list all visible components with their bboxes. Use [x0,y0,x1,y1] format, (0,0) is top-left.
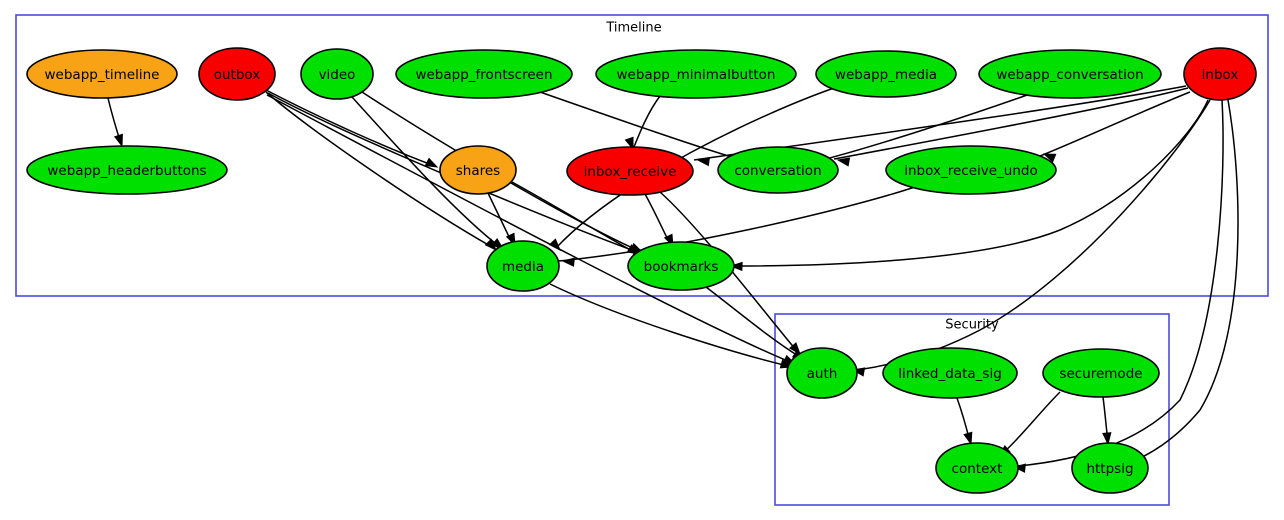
node-label-shares: shares [456,163,500,179]
cluster-border-timeline [15,14,1269,297]
node-shape-webapp_conversation[interactable] [978,49,1162,99]
node-label-inbox: inbox [1202,67,1239,83]
edge-webapp_media-to-media [555,87,835,249]
cluster-security: Security [774,313,1170,506]
node-label-webapp_minimalbutton: webapp_minimalbutton [617,67,776,83]
node-label-securemode: securemode [1059,366,1142,382]
edge-inbox-to-httpsig [1127,99,1239,464]
node-conversation[interactable]: conversation [717,146,839,194]
node-label-webapp_headerbuttons: webapp_headerbuttons [47,163,206,179]
nodes-layer: webapp_timeline outbox video webapp_frontsc… [26,47,1257,494]
arrowhead-inbox-to-context [1012,463,1026,473]
arrowhead-inbox-to-inbox_receive_undo [1042,153,1057,163]
edge-webapp_minimalbutton-to-inbox_receive [633,95,661,148]
node-inbox_receive_undo[interactable]: inbox_receive_undo [885,145,1057,195]
node-shape-inbox_receive_undo[interactable] [885,145,1057,195]
node-securemode[interactable]: securemode [1042,348,1160,398]
node-linked_data_sig[interactable]: linked_data_sig [882,347,1018,399]
node-webapp_conversation[interactable]: webapp_conversation [978,49,1162,99]
node-webapp_minimalbutton[interactable]: webapp_minimalbutton [595,49,797,99]
node-shape-webapp_headerbuttons[interactable] [26,145,228,195]
node-webapp_frontscreen[interactable]: webapp_frontscreen [395,49,573,99]
node-shape-context[interactable] [935,442,1019,494]
node-bookmarks[interactable]: bookmarks [627,241,735,291]
node-label-auth: auth [807,366,838,382]
node-label-outbox: outbox [214,67,261,83]
node-label-bookmarks: bookmarks [644,259,719,275]
node-label-linked_data_sig: linked_data_sig [898,366,1002,382]
node-label-inbox_receive: inbox_receive [584,164,677,180]
node-shape-media[interactable] [486,240,560,292]
edge-webapp_conversation-to-conversation [821,93,1031,161]
node-shape-webapp_timeline[interactable] [26,49,178,99]
node-shape-bookmarks[interactable] [627,241,735,291]
node-shape-conversation[interactable] [717,146,839,194]
node-shape-outbox[interactable] [198,47,276,101]
arrowhead-webapp_minimalbutton-to-inbox_receive [624,136,634,151]
edge-inbox-to-bookmarks [734,99,1209,267]
edge-bookmarks-to-auth [705,286,801,358]
node-label-media: media [502,259,544,275]
node-webapp_media[interactable]: webapp_media [815,50,957,98]
arrowhead-inbox-to-conversation [836,157,851,167]
cluster-border-security [774,313,1170,506]
node-inbox_receive[interactable]: inbox_receive [566,146,694,196]
edge-inbox-to-conversation [833,87,1189,160]
node-shape-webapp_frontscreen[interactable] [395,49,573,99]
node-label-webapp_timeline: webapp_timeline [45,67,160,83]
node-auth[interactable]: auth [786,347,858,399]
node-media[interactable]: media [486,240,560,292]
node-shares[interactable]: shares [439,145,517,195]
node-label-webapp_frontscreen: webapp_frontscreen [415,67,552,83]
node-shape-webapp_minimalbutton[interactable] [595,49,797,99]
edge-securemode-to-context [1002,391,1061,454]
arrowhead-inbox-to-inbox_receive [696,156,711,167]
node-httpsig[interactable]: httpsig [1071,442,1149,494]
arrowhead-webapp_media-to-media [548,238,561,252]
node-shape-shares[interactable] [439,145,517,195]
arrowhead-linked_data_sig-to-context [963,431,973,446]
edge-outbox-to-auth [266,94,791,363]
node-shape-securemode[interactable] [1042,348,1160,398]
arrowhead-shares-to-bookmarks [626,244,641,255]
edge-video-to-media [351,96,501,248]
edge-outbox-to-shares [265,89,433,166]
edge-media-to-auth [549,283,789,367]
node-outbox[interactable]: outbox [198,47,276,101]
node-inbox[interactable]: inbox [1183,47,1257,101]
node-label-webapp_media: webapp_media [835,67,937,83]
node-webapp_timeline[interactable]: webapp_timeline [26,49,178,99]
node-shape-linked_data_sig[interactable] [882,347,1018,399]
edge-inbox-to-inbox_receive_undo [1039,91,1191,157]
node-shape-inbox_receive[interactable] [566,146,694,196]
node-shape-auth[interactable] [786,347,858,399]
node-label-context: context [952,461,1003,477]
node-shape-httpsig[interactable] [1071,442,1149,494]
node-context[interactable]: context [935,442,1019,494]
node-shape-video[interactable] [300,48,374,100]
edge-inbox_receive_undo-to-media [558,185,919,262]
cluster-label-timeline: Timeline [605,21,661,36]
arrowhead-inbox_receive_undo-to-media [561,257,575,267]
node-shape-inbox[interactable] [1183,47,1257,101]
node-label-video: video [319,67,356,83]
cluster-timeline: Timeline [15,14,1269,297]
node-label-webapp_conversation: webapp_conversation [996,67,1143,83]
node-webapp_headerbuttons[interactable]: webapp_headerbuttons [26,145,228,195]
cluster-label-security: Security [945,318,999,333]
edge-inbox-to-auth [856,99,1211,371]
edge-shares-to-bookmarks [511,181,635,253]
arrowhead-outbox-to-shares [424,157,439,168]
arrowhead-webapp_timeline-to-webapp_headerbuttons [113,133,123,148]
arrowhead-securemode-to-httpsig [1102,432,1112,446]
node-label-inbox_receive_undo: inbox_receive_undo [904,163,1037,179]
arrowhead-inbox-to-bookmarks [729,261,743,272]
node-label-httpsig: httpsig [1086,461,1133,477]
node-label-conversation: conversation [734,163,821,179]
edge-outbox-to-media [265,91,493,248]
node-video[interactable]: video [300,48,374,100]
node-shape-webapp_media[interactable] [815,50,957,98]
